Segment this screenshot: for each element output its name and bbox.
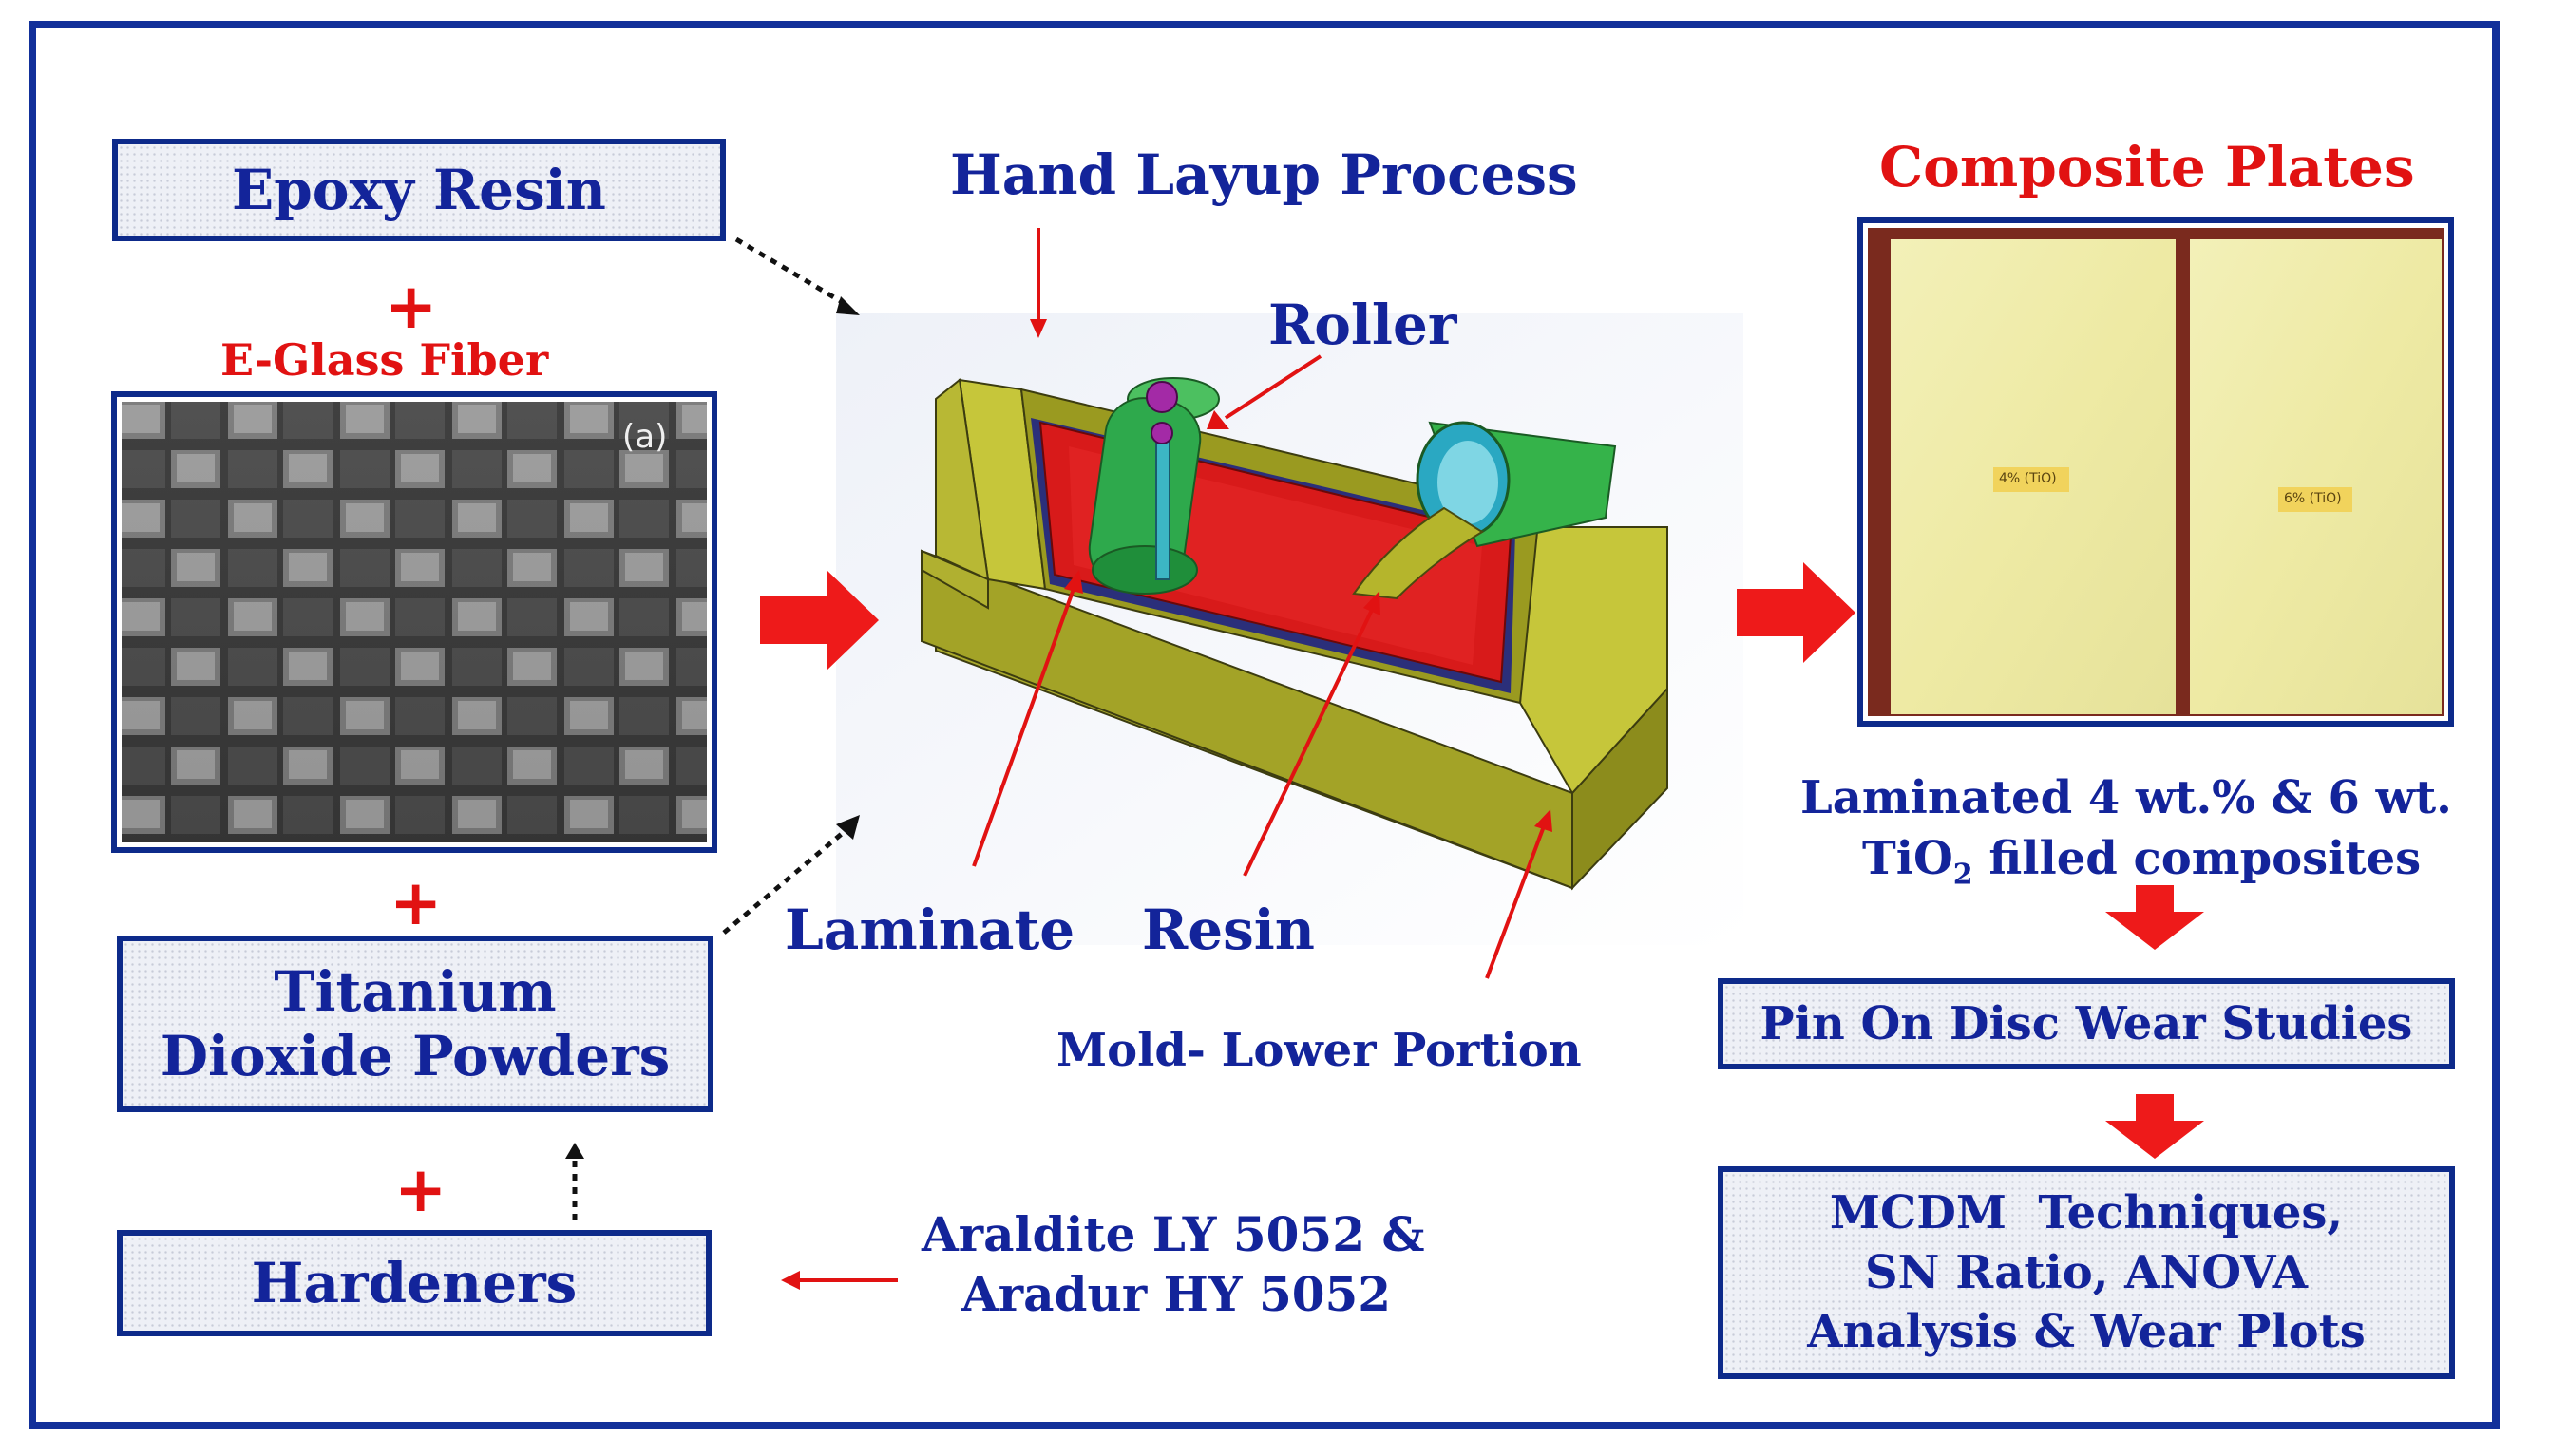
resin-cup-inner (1437, 441, 1498, 524)
dotted-arrow-epoxy-head (836, 296, 860, 315)
roller-knob (1146, 381, 1178, 413)
fiber-photo-shade (122, 402, 707, 842)
pointer-resin (1243, 591, 1380, 877)
tio2-prefix: TiO (1862, 832, 1953, 885)
mold-left-pillar (935, 378, 990, 581)
titanium-label-line1: Titanium (274, 958, 557, 1024)
composite-plates-title: Composite Plates (1879, 135, 2415, 199)
titanium-dioxide-box: Titanium Dioxide Powders (117, 936, 713, 1112)
arrow-to-pin-on-disc (2105, 885, 2204, 950)
arrow-process-to-plates (1737, 562, 1855, 663)
fiber-image-tag: (a) (622, 418, 668, 456)
laminate-label: Laminate (785, 898, 1075, 962)
arrow-to-mcdm (2105, 1094, 2204, 1159)
mcdm-box: MCDM Techniques, SN Ratio, ANOVA Analysi… (1718, 1166, 2455, 1379)
e-glass-fiber-label: E-Glass Fiber (220, 334, 549, 386)
epoxy-resin-box: Epoxy Resin (112, 139, 726, 241)
hardeners-label: Hardeners (251, 1251, 578, 1315)
tio2-subscript: 2 (1952, 858, 1973, 892)
resin-label: Resin (1142, 898, 1315, 962)
titanium-label-line2: Dioxide Powders (160, 1024, 671, 1088)
araldite-line1: Araldite LY 5052 & (922, 1206, 1425, 1262)
plate-tag-right-text: 6% (TiO) (2284, 491, 2342, 506)
pin-on-disc-label: Pin On Disc Wear Studies (1760, 997, 2413, 1050)
pointer-process (1030, 228, 1047, 338)
hardeners-box: Hardeners (117, 1230, 712, 1336)
plus-sign-2: + (390, 866, 443, 939)
pointer-araldite (781, 1271, 898, 1290)
dotted-arrow-epoxy (734, 236, 850, 309)
pointer-roller (1207, 354, 1322, 429)
araldite-line2: Aradur HY 5052 (961, 1266, 1392, 1322)
hand-layup-process-title: Hand Layup Process (950, 142, 1578, 207)
plate-tag-left (1993, 467, 2069, 492)
roller-handle (1155, 426, 1170, 580)
laminated-line2-suffix: filled composites (1972, 832, 2422, 885)
mcdm-line3: Analysis & Wear Plots (1807, 1305, 2366, 1359)
plate-tag-left-text: 4% (TiO) (1999, 471, 2057, 486)
roller-bottom (1092, 545, 1198, 595)
pointer-laminate (972, 570, 1083, 867)
mold-lower-portion-label: Mold- Lower Portion (1056, 1024, 1582, 1077)
arrow-fiber-to-process (760, 570, 879, 671)
roller-knob-2 (1151, 422, 1173, 444)
composite-plate-right (2190, 239, 2442, 714)
laminated-line2: TiO2 filled composites (1862, 832, 2421, 892)
pin-on-disc-box: Pin On Disc Wear Studies (1718, 978, 2455, 1069)
mcdm-line1: MCDM Techniques, (1829, 1186, 2344, 1240)
plus-sign-3: + (394, 1153, 447, 1226)
dotted-arrow-titanium-head (836, 815, 860, 840)
dotted-arrow-titanium (722, 826, 850, 935)
plus-sign-1: + (385, 270, 438, 343)
epoxy-resin-label: Epoxy Resin (232, 158, 606, 222)
dotted-arrow-hardeners-head (565, 1143, 584, 1159)
roller-label: Roller (1268, 293, 1457, 357)
plate-tag-right (2278, 487, 2352, 512)
laminated-line1: Laminated 4 wt.% & 6 wt. (1800, 771, 2452, 824)
mcdm-line2: SN Ratio, ANOVA (1864, 1245, 2309, 1299)
pointer-mold (1485, 809, 1552, 979)
